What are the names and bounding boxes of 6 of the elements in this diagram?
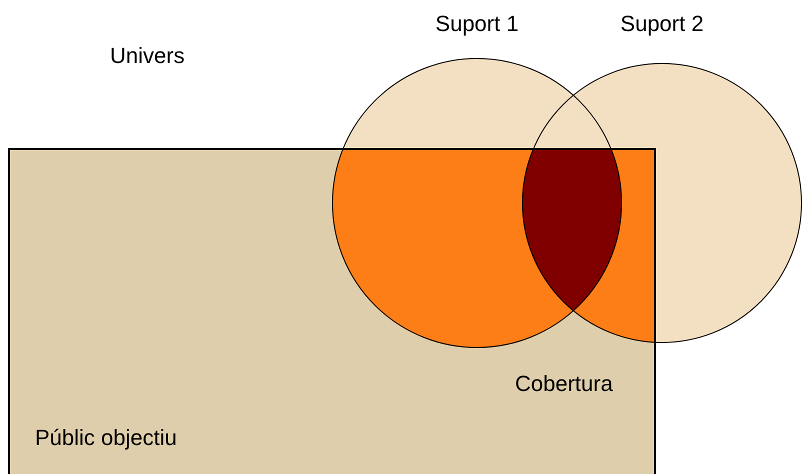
universe-label: Univers <box>110 45 185 67</box>
set-label: Públic objectiu <box>35 427 177 449</box>
target-audience-rectangle <box>8 148 656 474</box>
circle-heading: Suport 1 <box>435 13 519 35</box>
region-label: Cobertura <box>515 373 613 395</box>
circle-heading: Suport 2 <box>620 13 704 35</box>
